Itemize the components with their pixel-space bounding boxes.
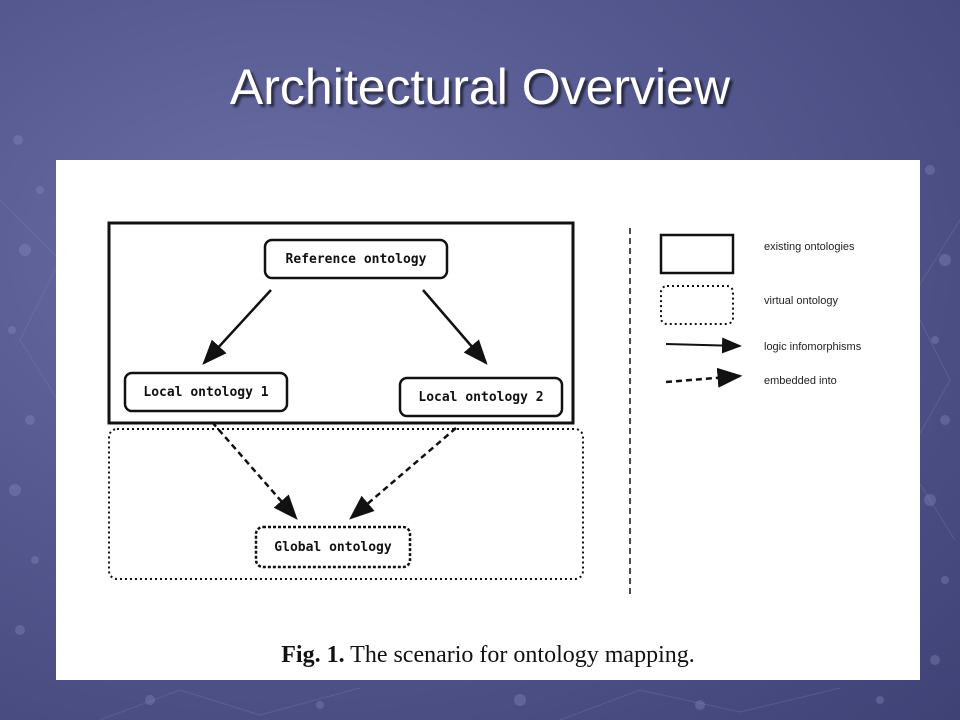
legend-embedded-arrow — [665, 367, 743, 388]
legend-logic-label: logic infomorphisms — [764, 341, 862, 353]
legend-embedded-label: embedded into — [764, 375, 837, 387]
arrow-reference-to-local1 — [202, 289, 272, 365]
local-ontology-1-node: Local ontology 1 — [123, 371, 289, 413]
local-ontology-2-label: Local ontology 2 — [418, 390, 543, 405]
global-ontology-label: Global ontology — [274, 540, 392, 555]
figure-caption: Fig. 1. The scenario for ontology mappin… — [56, 642, 920, 669]
arrow-reference-to-local2 — [422, 289, 488, 365]
legend-logic-arrow — [665, 337, 742, 354]
legend-virtual-label: virtual ontology — [764, 295, 838, 307]
caption-label: Fig. 1. — [281, 642, 345, 668]
reference-ontology-node: Reference ontology — [263, 238, 449, 280]
figure-panel: Reference ontology Local ontology 1 Loca… — [56, 160, 920, 680]
legend-virtual-swatch — [660, 285, 734, 325]
reference-ontology-label: Reference ontology — [286, 252, 427, 267]
legend: existing ontologies virtual ontology log… — [659, 233, 862, 388]
caption-text: The scenario for ontology mapping. — [350, 642, 695, 668]
virtual-ontology-frame — [108, 428, 584, 580]
legend-existing-label: existing ontologies — [764, 241, 855, 253]
global-ontology-node: Global ontology — [254, 525, 412, 569]
legend-existing-swatch — [659, 233, 735, 275]
existing-ontologies-frame — [107, 221, 575, 425]
slide-title: Architectural Overview — [229, 59, 731, 115]
local-ontology-1-label: Local ontology 1 — [143, 385, 268, 400]
local-ontology-2-node: Local ontology 2 — [398, 376, 564, 418]
arrow-local1-to-global — [211, 421, 298, 520]
arrow-local2-to-global — [349, 427, 457, 520]
ontology-diagram: Reference ontology Local ontology 1 Loca… — [107, 221, 862, 598]
